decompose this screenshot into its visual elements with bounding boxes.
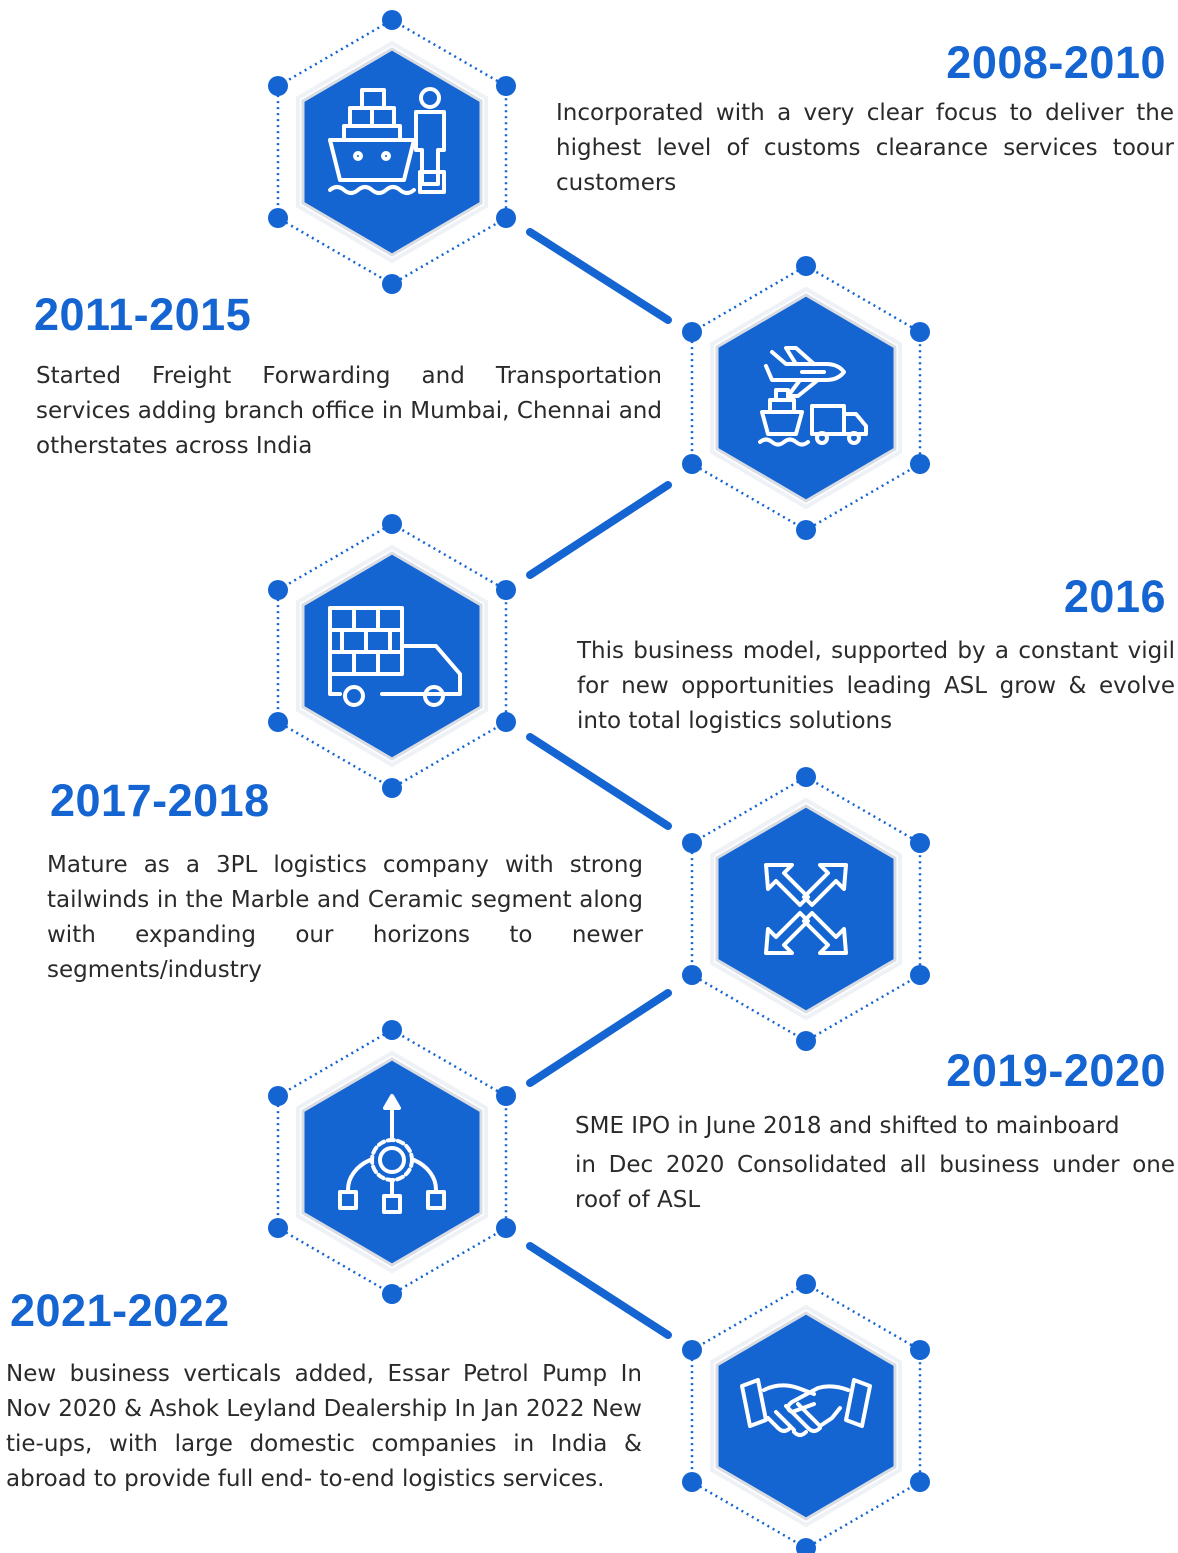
handshake-icon [740, 1378, 872, 1437]
milestone-text-2017-2018: Mature as a 3PL logistics company with s… [47, 852, 643, 983]
connector-line-2 [526, 481, 672, 579]
milestone-text-2011-2015: Started Freight Forwarding and Transport… [36, 363, 662, 459]
milestone-year-2016: 2016 [1063, 571, 1166, 622]
milestone-text-2019-2020-line1: SME IPO in June 2018 and shifted to main… [575, 1113, 1120, 1139]
milestone-year-2021-2022: 2021-2022 [10, 1285, 230, 1336]
plane-ship-truck-icon [758, 346, 868, 447]
connector-line-1 [526, 228, 672, 324]
milestone-text-2019-2020-line2: in Dec 2020 Consolidated all business un… [575, 1152, 1175, 1213]
milestone-year-2008-2010: 2008-2010 [946, 37, 1166, 88]
milestone-year-2011-2015: 2011-2015 [34, 289, 252, 340]
connector-line-5 [526, 1242, 672, 1339]
connector-line-4 [526, 989, 672, 1087]
hex-node-2019-2020 [266, 1018, 518, 1306]
ship-cargo-person-icon [328, 87, 446, 195]
hex-node-2008-2010 [266, 8, 518, 296]
hex-node-2017-2018 [680, 765, 932, 1053]
milestone-year-2017-2018: 2017-2018 [50, 775, 270, 826]
milestone-year-2019-2020: 2019-2020 [946, 1045, 1166, 1096]
milestone-text-2016: This business model, supported by a cons… [577, 638, 1175, 734]
connector-line-3 [526, 733, 672, 830]
hex-node-2021-2022 [680, 1272, 932, 1553]
hex-node-2016 [266, 512, 518, 800]
expand-arrows-icon [764, 863, 848, 955]
gear-hierarchy-icon [338, 1094, 446, 1214]
hex-node-2011-2015 [680, 254, 932, 542]
milestone-text-2021-2022: New business verticals added, Essar Petr… [6, 1361, 642, 1492]
loaded-truck-icon [328, 606, 462, 707]
milestone-text-2008-2010: Incorporated with a very clear focus to … [556, 100, 1174, 196]
